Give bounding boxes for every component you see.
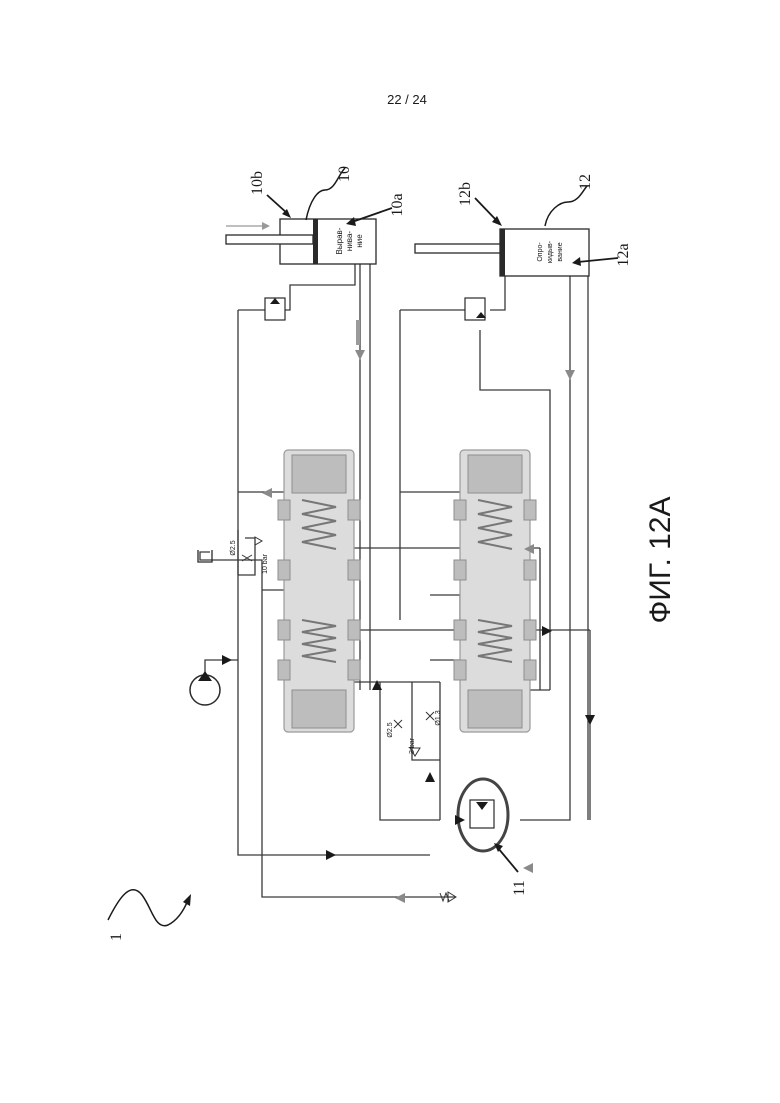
tank-line (200, 552, 262, 590)
relief-valve-icon (265, 298, 285, 320)
relief-valve-icon (465, 298, 486, 320)
orifice-label-2: Ø2.5 (387, 722, 394, 737)
ref-1: 1 (108, 933, 125, 941)
cylinder-12-label-2: кидыв- (547, 240, 554, 263)
cylinder-tipping: Опро- кидыв- вание (415, 229, 589, 276)
line-to-cylinder-12 (490, 276, 505, 310)
page-counter: 22 / 24 (387, 92, 427, 107)
check-valve-icon (255, 537, 262, 545)
cylinder-levelling: Вырав- нива- ние (226, 219, 376, 264)
spool-valve-icon (278, 450, 360, 732)
cylinder-10-label-2: нива- (345, 231, 354, 251)
ref-12b: 12b (457, 182, 474, 206)
orifice-label-1: Ø2.5 (230, 540, 237, 555)
ref-11: 11 (511, 880, 528, 895)
cylinder-12-label-3: вание (557, 242, 564, 261)
cylinder-10-label-1: Вырав- (335, 227, 344, 254)
ref-10b: 10b (249, 171, 266, 195)
ref-10a: 10a (389, 193, 406, 216)
spool-valve-icon (454, 450, 536, 732)
hydraulic-circuit: Ø2.5 10 bar Ø2.5 3 bar Ø1.3 (190, 264, 595, 903)
ref-12a: 12a (615, 243, 632, 266)
cylinder-12-label-1: Опро- (537, 242, 544, 262)
line-to-cylinder-10 (285, 264, 355, 310)
figure-caption: ФИГ. 12А (644, 496, 677, 623)
orifice-label-3: Ø1.3 (435, 710, 442, 725)
cylinder-10-label-3: ние (355, 234, 364, 248)
check-valve-label-1: 10 bar (262, 553, 269, 574)
